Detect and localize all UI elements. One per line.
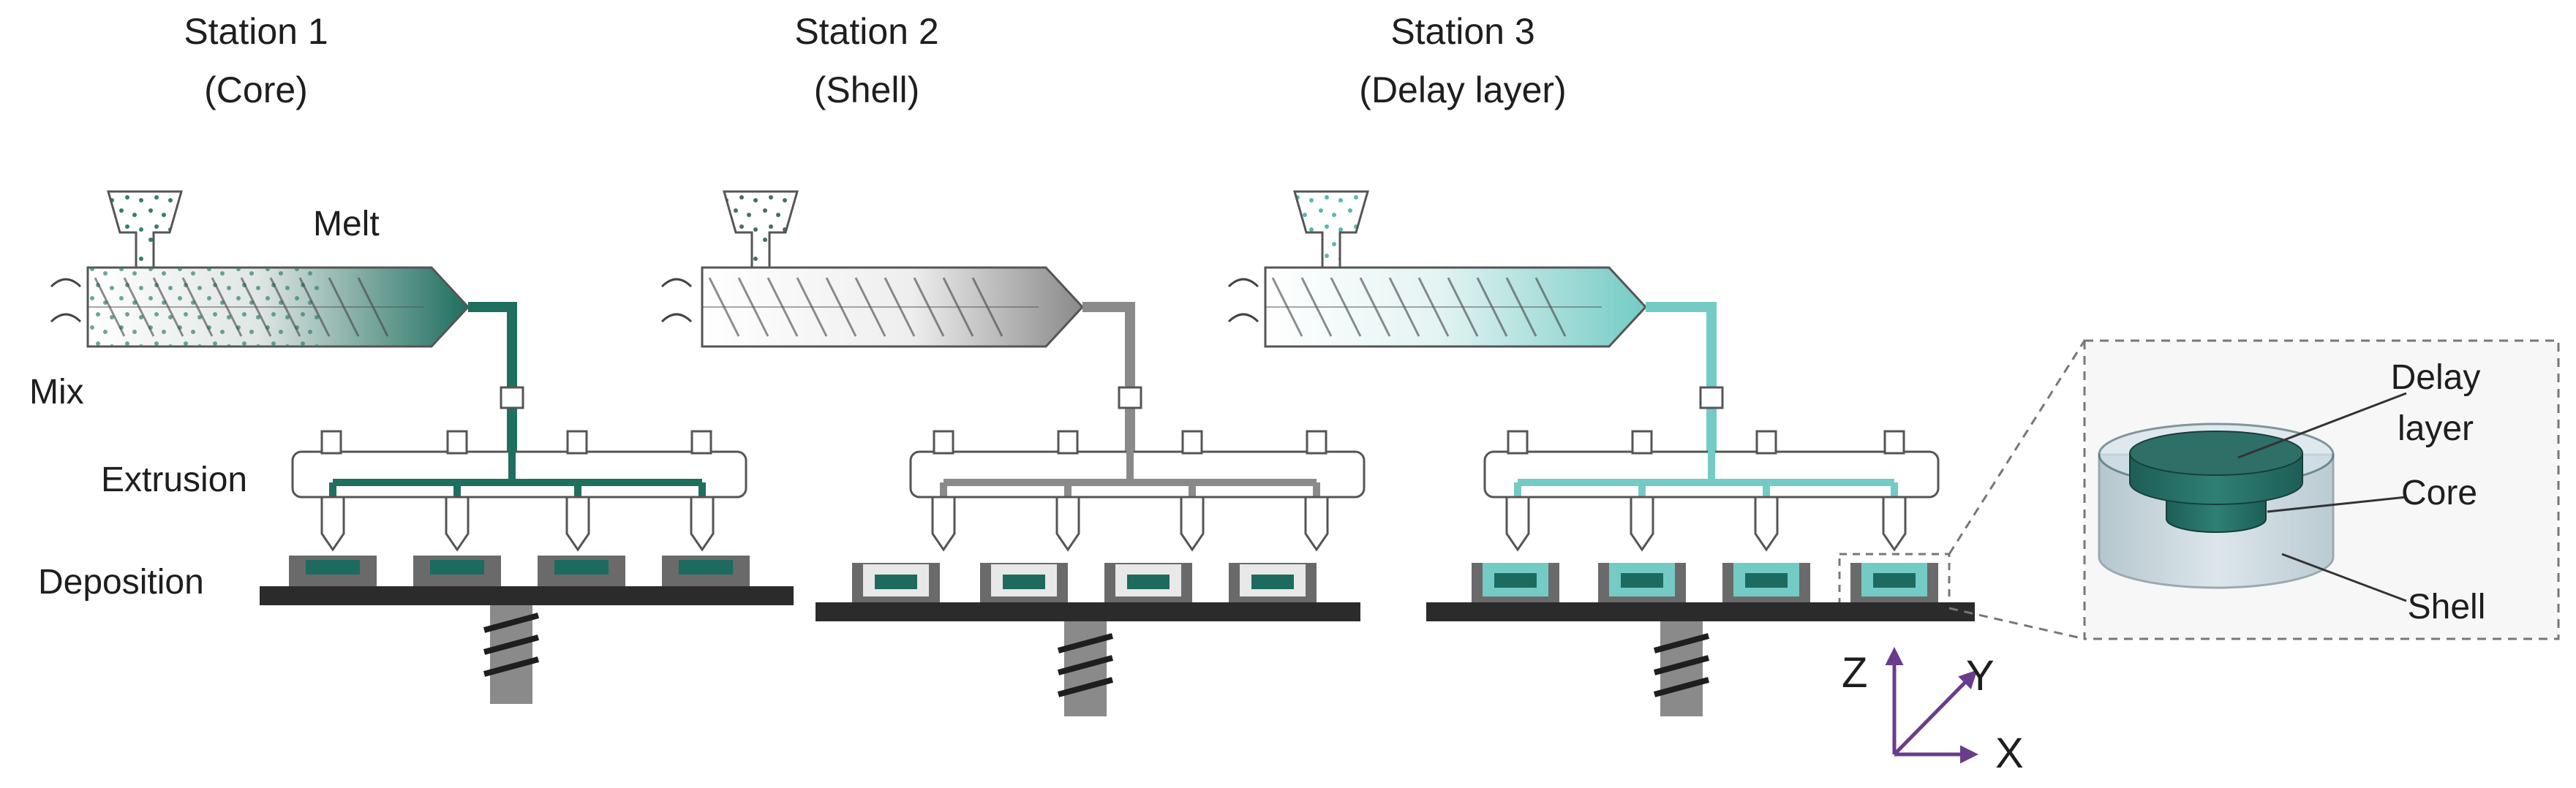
station-3-molds xyxy=(1472,553,1951,610)
axis-y-label: Y xyxy=(1966,652,1995,700)
station-3-melt-pipe xyxy=(1646,302,1717,475)
station-2-platform xyxy=(816,602,1360,621)
station-1-lift-screw xyxy=(483,605,540,704)
station-2-extruder-barrel xyxy=(701,266,1085,348)
station-3-extruder-barrel xyxy=(1264,266,1648,348)
station-1-extruder-barrel xyxy=(86,266,470,348)
station-3-lift-screw xyxy=(1653,621,1710,716)
station-1-mix-arrows xyxy=(50,278,82,323)
melt-label: Melt xyxy=(313,205,380,243)
mix-label: Mix xyxy=(29,373,84,412)
station-2: Station 2 (Shell) xyxy=(660,11,1366,716)
station-2-melt-pipe xyxy=(1082,302,1135,475)
shell-label: Shell xyxy=(2408,588,2486,626)
station-3-platform xyxy=(1426,602,1975,621)
xyz-axes: Z Y X xyxy=(1842,647,2024,777)
zoom-guide-bottom xyxy=(1948,607,2085,640)
station-2-hopper xyxy=(723,190,799,269)
station-1-title: Station 1 xyxy=(184,11,328,52)
axis-x-label: X xyxy=(1995,730,2024,777)
station-1-manifold xyxy=(291,430,747,552)
station-1: Station 1 (Core) xyxy=(50,11,794,704)
station-3-title: Station 3 xyxy=(1390,11,1534,52)
station-1-melt-pipe xyxy=(468,302,517,475)
zoom-guide-top xyxy=(1948,340,2086,555)
delay-layer-label-line1: Delay xyxy=(2391,358,2481,397)
station-1-molds xyxy=(289,556,750,586)
station-2-mix-arrows xyxy=(660,278,693,323)
deposition-label: Deposition xyxy=(38,563,204,602)
station-2-manifold xyxy=(909,430,1366,552)
tablet-detail-inset: Delay layer Core Shell xyxy=(2083,339,2560,640)
station-1-subtitle: (Core) xyxy=(204,69,308,110)
station-3-subtitle: (Delay layer) xyxy=(1359,69,1566,110)
zoom-selection-box xyxy=(1838,553,1951,610)
station-2-molds xyxy=(852,563,1317,602)
station-3: Station 3 (Delay layer) xyxy=(1227,11,1975,716)
station-3-hopper xyxy=(1293,190,1369,269)
station-1-hopper xyxy=(107,190,183,269)
station-1-platform xyxy=(260,586,794,605)
axis-z-label: Z xyxy=(1842,649,1867,697)
station-2-title: Station 2 xyxy=(794,11,938,52)
station-2-subtitle: (Shell) xyxy=(814,69,919,110)
station-3-mix-arrows xyxy=(1227,278,1259,323)
station-3-manifold xyxy=(1483,430,1940,552)
delay-layer-label-line2: layer xyxy=(2398,409,2474,448)
extrusion-label: Extrusion xyxy=(101,461,247,499)
core-label: Core xyxy=(2401,474,2477,512)
station-2-lift-screw xyxy=(1057,621,1114,716)
